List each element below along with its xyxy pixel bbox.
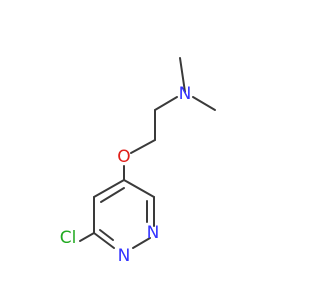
- bond-n-ch2: [154, 96, 178, 111]
- ring-bond-n1-n2: [132, 237, 151, 249]
- ring-bond-c3-c4-inner: [100, 187, 125, 203]
- bond-nme-top: [179, 57, 186, 93]
- molecule-structure: N O N N Cl: [60, 57, 216, 266]
- bond-ch2-o: [130, 139, 156, 154]
- amine-nitrogen-label: N: [179, 84, 192, 104]
- bond-c6-cl: [79, 232, 95, 242]
- ring-nitrogen-2-label: N: [118, 246, 131, 266]
- ether-oxygen-label: O: [117, 147, 130, 167]
- ring-bond-c3-c4: [93, 179, 125, 198]
- ring-bond-n2-c6-inner: [99, 229, 114, 241]
- ring-bond-n2-c6: [93, 232, 115, 249]
- atom-labels: N O N N Cl: [60, 84, 192, 266]
- ring-bond-c4-c5: [123, 179, 155, 198]
- bond-nme-right: [192, 96, 216, 111]
- ring-nitrogen-1-label: N: [147, 223, 160, 243]
- bonds: [79, 57, 216, 249]
- chlorine-label: Cl: [60, 228, 77, 248]
